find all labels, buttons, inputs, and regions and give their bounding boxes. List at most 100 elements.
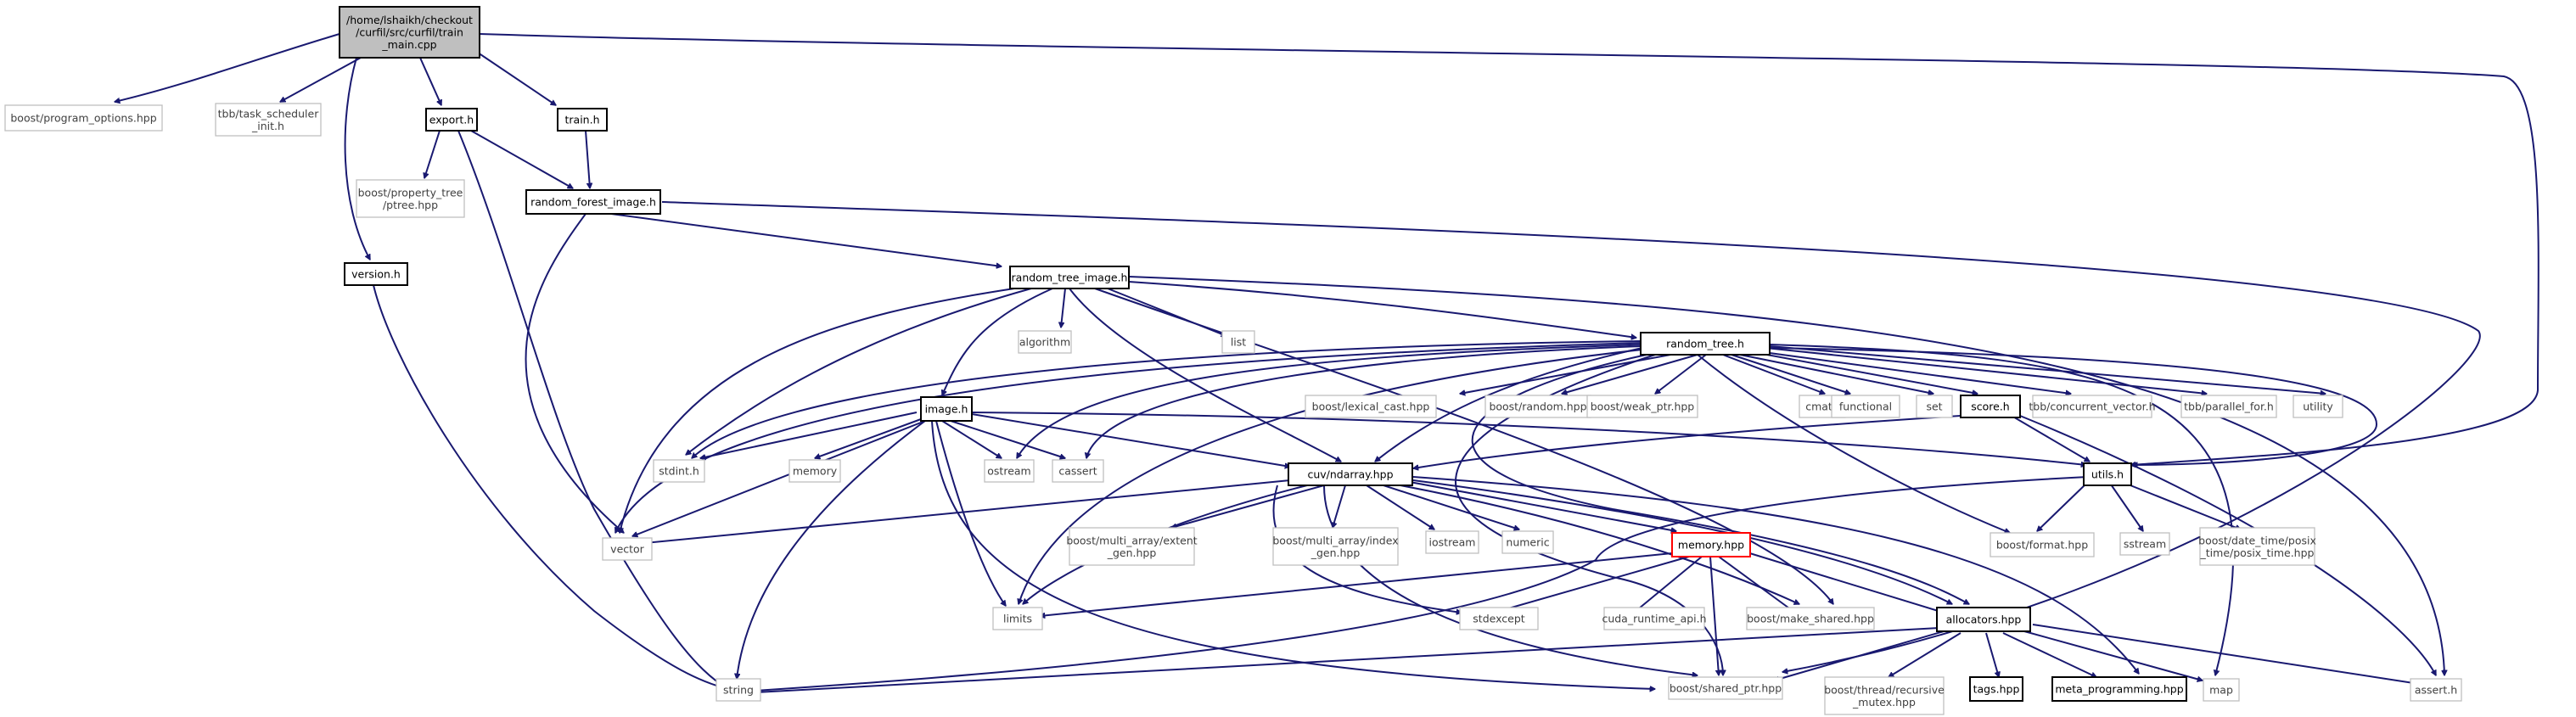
edge-export-rfi bbox=[470, 130, 573, 189]
node-boost-program-options[interactable]: boost/program_options.hpp bbox=[4, 104, 163, 132]
node-string[interactable]: string bbox=[716, 678, 761, 702]
edges bbox=[115, 33, 2540, 692]
node-box bbox=[1969, 676, 2023, 702]
node-box bbox=[1671, 532, 1751, 557]
edge-rt-utility bbox=[1769, 345, 2326, 394]
node-list[interactable]: list bbox=[1221, 330, 1255, 354]
node-memory[interactable]: memory bbox=[789, 459, 841, 483]
node-label: set bbox=[1926, 401, 1942, 413]
node-make-shared[interactable]: boost/make_shared.hpp bbox=[1746, 607, 1875, 630]
edge-score-ndarray bbox=[1413, 415, 1961, 468]
node-boost-random[interactable]: boost/random.hpp bbox=[1484, 395, 1591, 418]
node-map[interactable]: map bbox=[2203, 678, 2240, 702]
node-random-tree-image[interactable]: random_tree_image.h bbox=[1009, 266, 1130, 289]
node-cuda-runtime[interactable]: cuda_runtime_api.h bbox=[1602, 607, 1707, 630]
node-label: random_tree_image.h bbox=[1012, 272, 1128, 284]
node-label: stdint.h bbox=[659, 465, 699, 478]
node-parallel-for[interactable]: tbb/parallel_for.h bbox=[2180, 395, 2277, 418]
node-label: cmath bbox=[1805, 401, 1839, 413]
edge-alloc-string bbox=[755, 627, 1940, 692]
node-lexical-cast[interactable]: boost/lexical_cast.hpp bbox=[1305, 395, 1437, 418]
node-train-h[interactable]: train.h bbox=[557, 108, 608, 132]
node-iostream[interactable]: iostream bbox=[1425, 530, 1479, 554]
node-label: image.h bbox=[925, 403, 968, 416]
edge-ndarray-extent-gen bbox=[1171, 485, 1325, 528]
node-stdexcept[interactable]: stdexcept bbox=[1459, 607, 1539, 630]
edge-utils-sstream bbox=[2108, 481, 2143, 531]
node-concurrent-vector[interactable]: tbb/concurrent_vector.h bbox=[2029, 395, 2156, 418]
node-label: ostream bbox=[987, 465, 1030, 478]
edge-image-memory bbox=[815, 418, 922, 458]
node-posix-time[interactable]: boost/date_time/posix_time/posix_time.hp… bbox=[2198, 527, 2316, 566]
node-score-h[interactable]: score.h bbox=[1960, 395, 2021, 418]
node-box bbox=[1288, 462, 1413, 486]
node-extent-gen[interactable]: boost/multi_array/extent_gen.hpp bbox=[1066, 527, 1198, 566]
node-numeric[interactable]: numeric bbox=[1501, 530, 1554, 554]
node-format[interactable]: boost/format.hpp bbox=[1990, 532, 2095, 557]
node-limits[interactable]: limits bbox=[992, 607, 1043, 630]
node-label: utility bbox=[2303, 401, 2333, 413]
edge-rti-stdint bbox=[686, 288, 1032, 455]
node-shared-ptr[interactable]: boost/shared_ptr.hpp bbox=[1668, 676, 1783, 700]
edge-memhpp-make-shared bbox=[1718, 556, 1795, 613]
node-label: /curfil/src/curfil/train bbox=[356, 26, 463, 39]
node-algorithm[interactable]: algorithm bbox=[1018, 330, 1072, 354]
node-sstream[interactable]: sstream bbox=[2119, 532, 2170, 556]
node-box bbox=[1018, 330, 1072, 354]
node-recursive-mutex[interactable]: boost/thread/recursive_mutex.hpp bbox=[1824, 676, 1945, 715]
node-stdint[interactable]: stdint.h bbox=[653, 459, 705, 483]
node-random-tree[interactable]: random_tree.h bbox=[1640, 332, 1771, 356]
node-label: boost/random.hpp bbox=[1489, 401, 1586, 413]
node-functional[interactable]: functional bbox=[1831, 395, 1900, 418]
edge-utils-string bbox=[755, 476, 2089, 691]
node-meta-programming[interactable]: meta_programming.hpp bbox=[2051, 676, 2187, 702]
edge-image-stdint bbox=[700, 412, 918, 458]
edge-memhpp-allocators bbox=[1743, 551, 1944, 613]
node-box bbox=[2083, 462, 2132, 486]
node-root[interactable]: /home/lshaikh/checkout/curfil/src/curfil… bbox=[339, 6, 480, 59]
node-boost-property-tree[interactable]: boost/property_tree/ptree.hpp bbox=[356, 179, 465, 218]
node-weak-ptr[interactable]: boost/weak_ptr.hpp bbox=[1586, 395, 1698, 418]
node-label: boost/format.hpp bbox=[1996, 539, 2088, 552]
edge-rti-vector bbox=[620, 288, 1015, 533]
edge-root-task-scheduler bbox=[280, 57, 362, 103]
node-tags[interactable]: tags.hpp bbox=[1969, 676, 2023, 702]
node-box bbox=[344, 262, 408, 286]
node-allocators[interactable]: allocators.hpp bbox=[1936, 607, 2031, 632]
node-set[interactable]: set bbox=[1916, 395, 1953, 418]
node-export-h[interactable]: export.h bbox=[425, 108, 478, 132]
edge-image-ostream bbox=[941, 420, 1002, 459]
node-box bbox=[339, 6, 480, 59]
edge-rt-limits bbox=[1019, 349, 1643, 604]
node-label: /ptree.hpp bbox=[383, 199, 438, 211]
node-random-forest-image[interactable]: random_forest_image.h bbox=[525, 189, 661, 215]
node-memory-hpp[interactable]: memory.hpp bbox=[1671, 532, 1751, 557]
node-label: meta_programming.hpp bbox=[2055, 683, 2183, 696]
node-assert-h[interactable]: assert.h bbox=[2410, 678, 2462, 702]
node-label: boost/weak_ptr.hpp bbox=[1591, 401, 1695, 413]
edge-rti-random-tree bbox=[1128, 281, 1636, 338]
edge-memhpp-limits bbox=[1040, 552, 1673, 616]
node-label: memory bbox=[793, 465, 838, 478]
node-box bbox=[789, 459, 841, 483]
node-tbb-task-scheduler[interactable]: tbb/task_scheduler_init.h bbox=[215, 103, 322, 137]
node-box bbox=[2180, 395, 2277, 418]
node-ostream[interactable]: ostream bbox=[984, 459, 1035, 483]
node-ndarray[interactable]: cuv/ndarray.hpp bbox=[1288, 462, 1413, 486]
edge-ndarray-memory-hpp bbox=[1400, 479, 1676, 531]
node-vector[interactable]: vector bbox=[602, 537, 653, 561]
node-label: boost/program_options.hpp bbox=[10, 112, 156, 125]
edge-export-property-tree bbox=[424, 130, 441, 178]
node-image-h[interactable]: image.h bbox=[920, 396, 973, 422]
node-version-h[interactable]: version.h bbox=[344, 262, 408, 286]
edge-image-cassert bbox=[950, 420, 1065, 458]
node-label: boost/make_shared.hpp bbox=[1747, 613, 1874, 625]
node-utility[interactable]: utility bbox=[2293, 395, 2343, 418]
node-cassert[interactable]: cassert bbox=[1052, 459, 1104, 483]
node-index-gen[interactable]: boost/multi_array/index_gen.hpp bbox=[1272, 527, 1399, 566]
node-label: tbb/task_scheduler bbox=[218, 107, 320, 120]
edge-ndarray-iostream bbox=[1366, 485, 1434, 530]
node-utils-h[interactable]: utils.h bbox=[2083, 462, 2132, 486]
node-label: train.h bbox=[565, 114, 600, 126]
node-box bbox=[992, 607, 1043, 630]
